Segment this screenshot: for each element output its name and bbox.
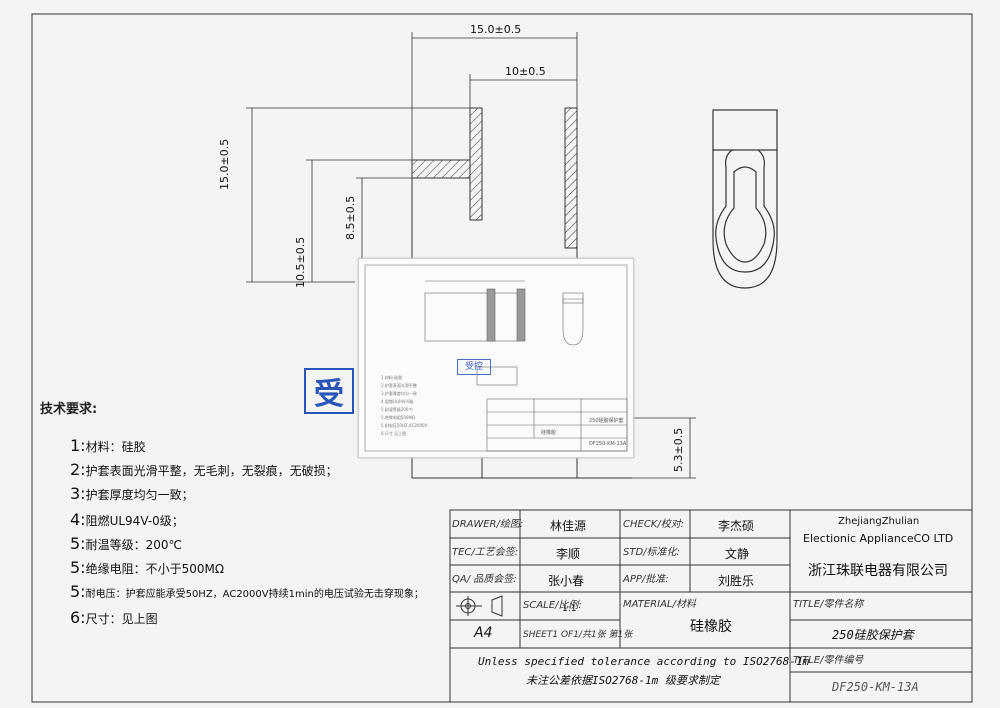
paper-size: A4 bbox=[474, 625, 493, 641]
company-name-en-2: Electionic ApplianceCO LTD bbox=[803, 532, 954, 545]
tech-item: 2:护套表面光滑平整，无毛刺，无裂痕，无破损； bbox=[70, 460, 338, 479]
dim-height-8-5: 8.5±0.5 bbox=[344, 195, 357, 240]
tec-label: TEC/工艺会签: bbox=[452, 547, 519, 558]
svg-text:1.材料 硅胶: 1.材料 硅胶 bbox=[381, 374, 402, 380]
scale-label: SCALE/比例: bbox=[523, 600, 582, 611]
photo-drawing: 1.材料 硅胶 2.护套表面光滑平整 3.护套厚度均匀一致 4.阻燃UL94V-… bbox=[364, 264, 628, 452]
dim-height-15: 15.0±0.5 bbox=[218, 138, 231, 190]
section-view bbox=[411, 107, 632, 479]
tech-item: 1:材料：硅胶 bbox=[70, 436, 146, 455]
check-name: 李杰硕 bbox=[718, 519, 755, 533]
app-label: APP/批准: bbox=[623, 574, 669, 585]
part-no-value: DF250-KM-13A bbox=[832, 680, 919, 694]
company-name-en-1: ZhejiangZhulian bbox=[838, 516, 920, 527]
svg-text:5.绝缘电阻500MΩ: 5.绝缘电阻500MΩ bbox=[381, 414, 415, 420]
mini-title: 250硅胶保护套 bbox=[589, 418, 624, 424]
tech-item: 6:尺寸：见上图 bbox=[70, 608, 158, 627]
tech-item: 5:绝缘电阻：不小于500MΩ bbox=[70, 558, 225, 577]
tech-requirements-list: 1:材料：硅胶 2:护套表面光滑平整，无毛刺，无裂痕，无破损； 3:护套厚度均匀… bbox=[70, 436, 424, 630]
part-title-value: 250硅胶保护套 bbox=[832, 628, 914, 642]
svg-text:3.护套厚度均匀一致: 3.护套厚度均匀一致 bbox=[381, 390, 417, 396]
svg-text:2.护套表面光滑平整: 2.护套表面光滑平整 bbox=[381, 382, 417, 388]
material-label: MATERIAL/材料 bbox=[623, 599, 696, 610]
dim-height-5-3: 5.3±0.5 bbox=[672, 427, 685, 472]
tech-item: 5:耐温等级：200℃ bbox=[70, 534, 182, 553]
dim-height-10-5: 10.5±0.5 bbox=[294, 236, 307, 288]
app-name: 刘胜乐 bbox=[718, 574, 755, 588]
control-stamp: 受 bbox=[304, 368, 354, 414]
std-label: STD/标准化: bbox=[623, 547, 680, 558]
part-title-label: TITLE/零件名称 bbox=[793, 599, 864, 610]
tec-name: 李顺 bbox=[556, 547, 581, 561]
dim-width-15: 15.0±0.5 bbox=[470, 23, 522, 36]
mini-material: 硅橡胶 bbox=[541, 430, 557, 436]
svg-text:5.耐温等级200℃: 5.耐温等级200℃ bbox=[381, 406, 413, 412]
projection-symbol bbox=[456, 595, 503, 617]
dim-width-10: 10±0.5 bbox=[505, 65, 546, 78]
svg-text:5.耐电压50HZ,AC2000V: 5.耐电压50HZ,AC2000V bbox=[381, 422, 428, 428]
material-value: 硅橡胶 bbox=[690, 619, 732, 635]
tolerance-cn: 未注公差依据ISO2768-1m 级要求制定 bbox=[526, 674, 720, 687]
part-no-label: TITLE/零件编号 bbox=[793, 655, 864, 666]
title-block-grid bbox=[449, 509, 973, 703]
drawer-label: DRAWER/绘图: bbox=[452, 519, 524, 530]
check-label: CHECK/校对: bbox=[623, 519, 685, 530]
tolerance-en: Unless specified tolerance according to … bbox=[478, 655, 810, 668]
dimension-lines bbox=[246, 32, 696, 479]
drawer-name: 林佳源 bbox=[550, 519, 587, 533]
tech-item: 4:阻燃UL94V-0级； bbox=[70, 510, 184, 529]
svg-text:4.阻燃UL94V-0级: 4.阻燃UL94V-0级 bbox=[381, 398, 414, 404]
scale-value: 1:1 bbox=[562, 604, 577, 614]
company-name-cn: 浙江珠联电器有限公司 bbox=[808, 563, 948, 579]
side-view bbox=[712, 109, 778, 289]
tech-requirements-title: 技术要求: bbox=[40, 402, 98, 417]
mini-stamp: 受控 bbox=[457, 359, 491, 375]
mini-part-no: DF250-KM-13A bbox=[589, 441, 627, 447]
svg-text:6.尺寸 见上图: 6.尺寸 见上图 bbox=[381, 430, 406, 436]
tech-item: 5:耐电压：护套应能承受50HZ，AC2000V持续1min的电压试验无击穿现象… bbox=[70, 582, 424, 601]
tech-item: 3:护套厚度均匀一致； bbox=[70, 484, 194, 503]
sheet-info: SHEET1 OF1/共1张 第1张 bbox=[523, 630, 633, 640]
std-name: 文静 bbox=[725, 547, 750, 561]
qa-name: 张小春 bbox=[548, 574, 585, 588]
qa-label: QA/ 品质会签: bbox=[452, 574, 517, 585]
attached-photo: 1.材料 硅胶 2.护套表面光滑平整 3.护套厚度均匀一致 4.阻燃UL94V-… bbox=[358, 258, 634, 458]
